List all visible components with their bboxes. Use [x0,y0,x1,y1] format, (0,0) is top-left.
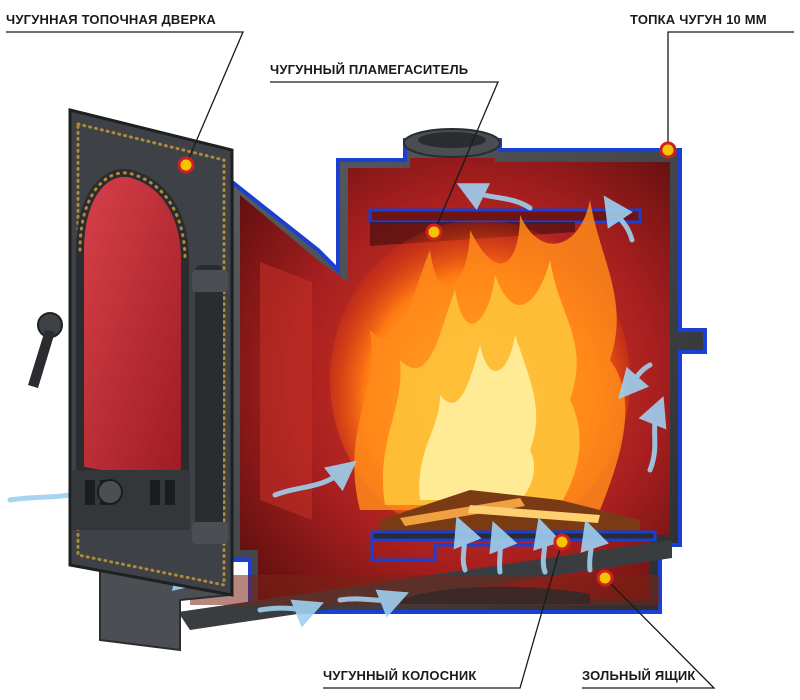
label-ash-box: ЗОЛЬНЫЙ ЯЩИК [582,668,696,683]
label-firebox: ТОПКА ЧУГУН 10 ММ [630,12,767,27]
callout-markers [177,141,677,587]
leader-ash-box [582,577,716,689]
leader-flame-damper [270,81,499,233]
marker-door [177,156,195,174]
label-door: ЧУГУННАЯ ТОПОЧНАЯ ДВЕРКА [6,12,216,27]
firebox-door [68,108,234,597]
grate-bar [370,530,657,542]
fire [330,200,630,540]
label-grate: ЧУГУННЫЙ КОЛОСНИК [323,668,477,683]
flame-damper-plate [368,208,642,224]
door-handle[interactable] [28,312,63,388]
leader-firebox [667,31,794,150]
leader-grate [323,541,563,689]
label-flame-damper: ЧУГУННЫЙ ПЛАМЕГАСИТЕЛЬ [270,62,469,77]
marker-ash-box [596,569,614,587]
door-glass [76,168,189,495]
marker-firebox [659,141,677,159]
leader-door [6,31,244,166]
burning-logs [380,490,640,532]
marker-grate [553,533,571,551]
marker-flame-damper [425,223,443,241]
